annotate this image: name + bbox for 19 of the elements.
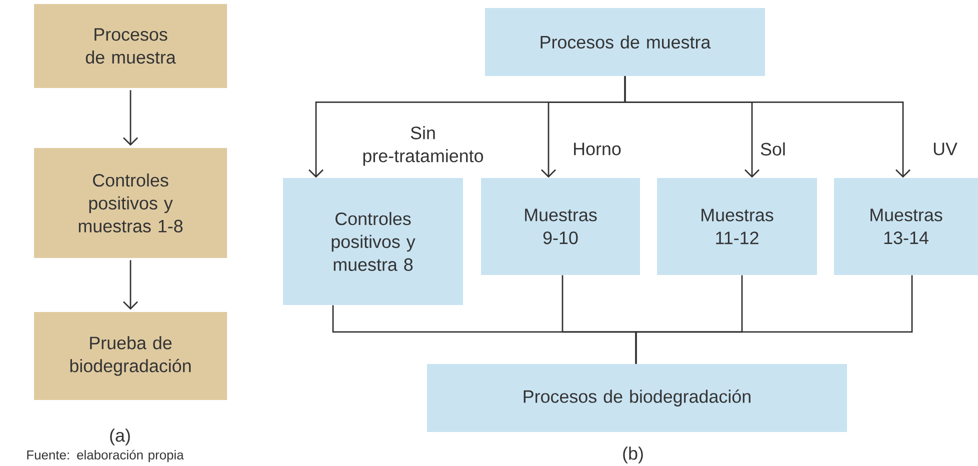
process-box: Muestras 9-10: [481, 178, 640, 275]
process-box: Controles positivos y muestras 1-8: [34, 148, 227, 258]
process-box: Procesos de muestra: [34, 4, 227, 88]
connector-line: [635, 275, 913, 364]
process-box: Muestras 11-12: [657, 178, 817, 275]
arrow: [123, 90, 138, 146]
process-box: Muestras 13-14: [834, 178, 978, 275]
edge-label: Sol: [760, 142, 785, 156]
panel-label: (a): [110, 428, 130, 446]
edge-label: Horno: [574, 142, 621, 156]
edge-label: UV: [934, 142, 958, 156]
arrow: [123, 260, 138, 310]
process-box: Controles positivos y muestra 8: [283, 178, 463, 305]
process-box: Procesos de muestra: [485, 8, 765, 76]
edge-label: Sin pre-tratamiento: [363, 126, 484, 166]
process-box: Prueba de biodegradación: [34, 312, 227, 400]
process-box: Procesos de biodegradación: [427, 364, 847, 432]
arrow: [624, 76, 910, 178]
source-note: Fuente: elaboración propia: [27, 450, 184, 462]
